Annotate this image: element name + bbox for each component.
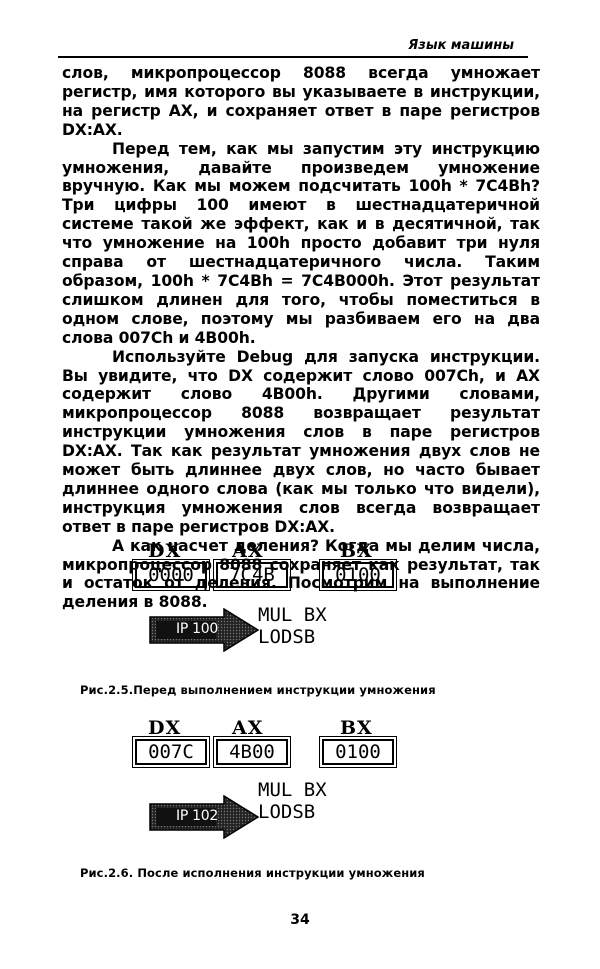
paragraph: Перед тем, как мы запустим эту инструкци… xyxy=(62,139,540,347)
code-listing: MUL BX LODSB xyxy=(258,779,327,823)
register-label-dx: DX xyxy=(148,717,182,739)
header-rule xyxy=(58,56,528,58)
register-label-bx: BX xyxy=(340,540,373,562)
paragraph: слов, микропроцессор 8088 всегда умножае… xyxy=(62,64,540,139)
instruction-pointer-row: IP 102 MUL BX LODSB xyxy=(130,779,430,839)
register-label-bx: BX xyxy=(340,717,373,739)
register-values: 007C 4B00 0100 xyxy=(130,736,430,768)
code-line: LODSB xyxy=(258,801,316,823)
register-labels: DX AX BX xyxy=(130,540,430,562)
register-value-dx: 007C xyxy=(132,736,210,768)
register-value-bx: 0100 xyxy=(319,736,397,768)
register-values: 0000 7C4B 0100 xyxy=(130,559,430,591)
figure-caption: Рис.2.6. После исполнения инструкции умн… xyxy=(80,866,425,880)
ip-arrow-icon: IP 100 xyxy=(148,608,260,652)
figure-2-6: DX AX BX 007C 4B00 0100 IP 102 MUL BX xyxy=(130,717,430,839)
code-line: LODSB xyxy=(258,626,316,648)
register-labels: DX AX BX xyxy=(130,717,430,739)
register-label-dx: DX xyxy=(148,540,182,562)
figure-caption: Рис.2.5.Перед выполнением инструкции умн… xyxy=(80,683,436,697)
register-value-bx: 0100 xyxy=(319,559,397,591)
running-header: Язык машины xyxy=(408,38,514,53)
register-value-dx: 0000 xyxy=(132,559,210,591)
code-line: MUL BX xyxy=(258,604,327,626)
ip-label: IP 100 xyxy=(176,621,218,637)
body-text: слов, микропроцессор 8088 всегда умножае… xyxy=(62,64,540,612)
register-value-ax: 7C4B xyxy=(213,559,291,591)
instruction-pointer-row: IP 100 MUL BX LODSB xyxy=(130,602,430,662)
code-listing: MUL BX LODSB xyxy=(258,604,327,648)
register-label-ax: AX xyxy=(232,717,264,739)
code-line: MUL BX xyxy=(258,779,327,801)
figure-2-5: DX AX BX 0000 7C4B 0100 IP 100 MUL BX xyxy=(130,540,430,662)
register-value-ax: 4B00 xyxy=(213,736,291,768)
paragraph: Используйте Debug для запуска инструкции… xyxy=(62,347,540,536)
ip-label: IP 102 xyxy=(176,808,218,824)
page-number: 34 xyxy=(290,912,310,928)
ip-arrow-icon: IP 102 xyxy=(148,795,260,839)
register-label-ax: AX xyxy=(232,540,264,562)
